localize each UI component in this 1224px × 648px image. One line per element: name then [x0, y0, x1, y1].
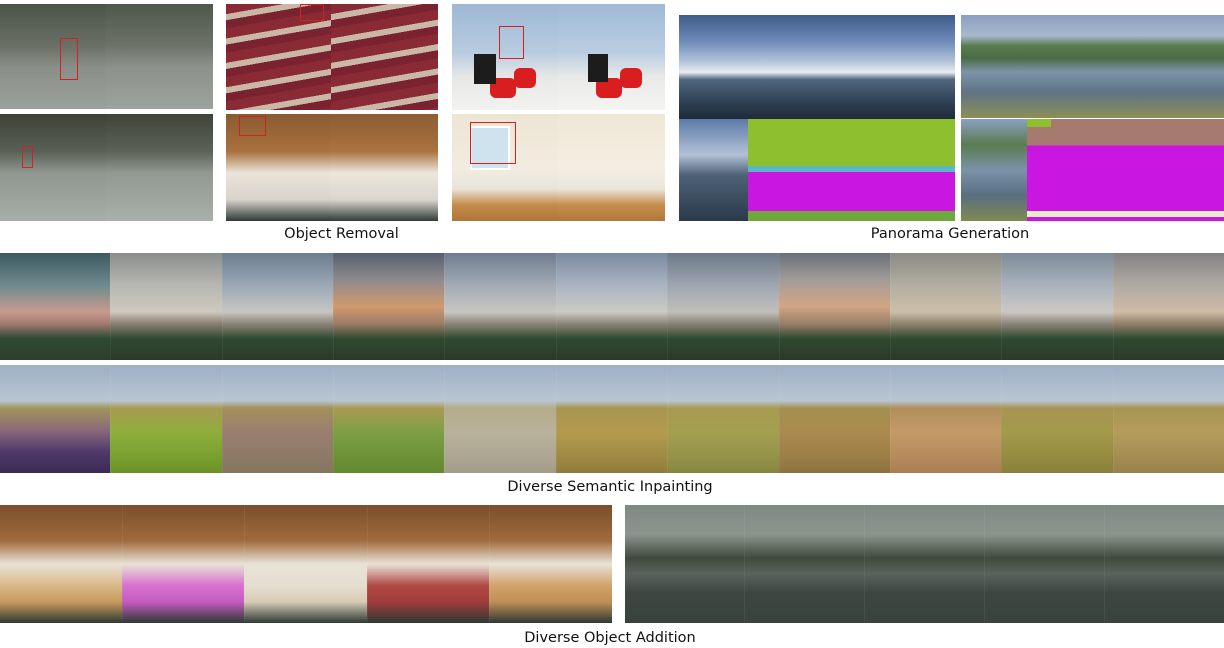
living-room-removal-highlight-box	[499, 26, 524, 59]
field-variant	[444, 365, 556, 473]
caption-diverse-object-addition: Diverse Object Addition	[524, 630, 696, 646]
panorama-lake-input	[679, 119, 748, 221]
field-variant	[110, 365, 222, 473]
sky-variant	[889, 253, 1002, 360]
caption-panorama-generation: Panorama Generation	[870, 226, 1030, 242]
field-variant	[0, 365, 111, 473]
inpainting-sky-row	[0, 253, 1224, 360]
sky-variant	[0, 253, 111, 360]
street-addition-variant	[625, 505, 744, 623]
panorama-mountain-generated	[961, 15, 1224, 118]
bedroom-wooden-original	[226, 114, 331, 221]
street-addition-variant	[1104, 505, 1224, 623]
street-scene-result-1	[106, 4, 213, 109]
bedroom-striped-result	[331, 4, 438, 110]
panorama-mountain-input	[961, 119, 1027, 221]
field-variant	[333, 365, 445, 473]
field-variant	[1001, 365, 1113, 473]
bedroom-addition-variant	[0, 505, 122, 623]
caption-object-removal: Object Removal	[284, 226, 399, 242]
bedroom-removal-highlight-box-3	[470, 122, 516, 164]
object-addition-bedroom-row	[0, 505, 612, 623]
sky-variant	[1112, 253, 1224, 360]
field-variant	[1112, 365, 1224, 473]
inpainting-field-row	[0, 365, 1224, 473]
sky-variant	[555, 253, 668, 360]
street-removal-highlight-box-2	[22, 146, 33, 168]
panorama-mountain-segmentation	[1027, 119, 1224, 221]
street-scene-original-1	[0, 4, 106, 109]
caption-diverse-semantic-inpainting: Diverse Semantic Inpainting	[507, 479, 713, 495]
field-variant	[555, 365, 668, 473]
street-removal-highlight-box-1	[60, 38, 78, 80]
sky-variant	[333, 253, 445, 360]
bedroom-removal-highlight-box-1	[300, 4, 324, 21]
field-variant	[221, 365, 334, 473]
sky-variant	[778, 253, 890, 360]
street-addition-variant	[744, 505, 864, 623]
bedroom-bright-original	[452, 114, 558, 221]
sky-variant	[221, 253, 334, 360]
panorama-lake-segmentation	[748, 119, 955, 221]
bedroom-removal-highlight-box-2	[239, 116, 266, 136]
field-variant	[667, 365, 779, 473]
sky-variant	[110, 253, 222, 360]
bedroom-striped-original	[226, 4, 331, 110]
bedroom-wooden-result	[331, 114, 438, 221]
street-addition-variant	[864, 505, 984, 623]
bedroom-addition-variant	[121, 505, 245, 623]
field-variant	[778, 365, 890, 473]
panorama-lake-generated	[679, 15, 955, 119]
field-variant	[889, 365, 1002, 473]
object-addition-street-row	[625, 505, 1224, 623]
sky-variant	[444, 253, 556, 360]
street-addition-variant	[984, 505, 1104, 623]
living-room-original	[452, 4, 558, 110]
street-scene-result-2	[106, 114, 213, 221]
bedroom-addition-variant	[244, 505, 367, 623]
sky-variant	[667, 253, 779, 360]
bedroom-addition-variant	[489, 505, 612, 623]
living-room-result	[558, 4, 665, 110]
bedroom-bright-result	[558, 114, 665, 221]
sky-variant	[1001, 253, 1113, 360]
street-scene-original-2	[0, 114, 106, 221]
bedroom-addition-variant	[366, 505, 490, 623]
